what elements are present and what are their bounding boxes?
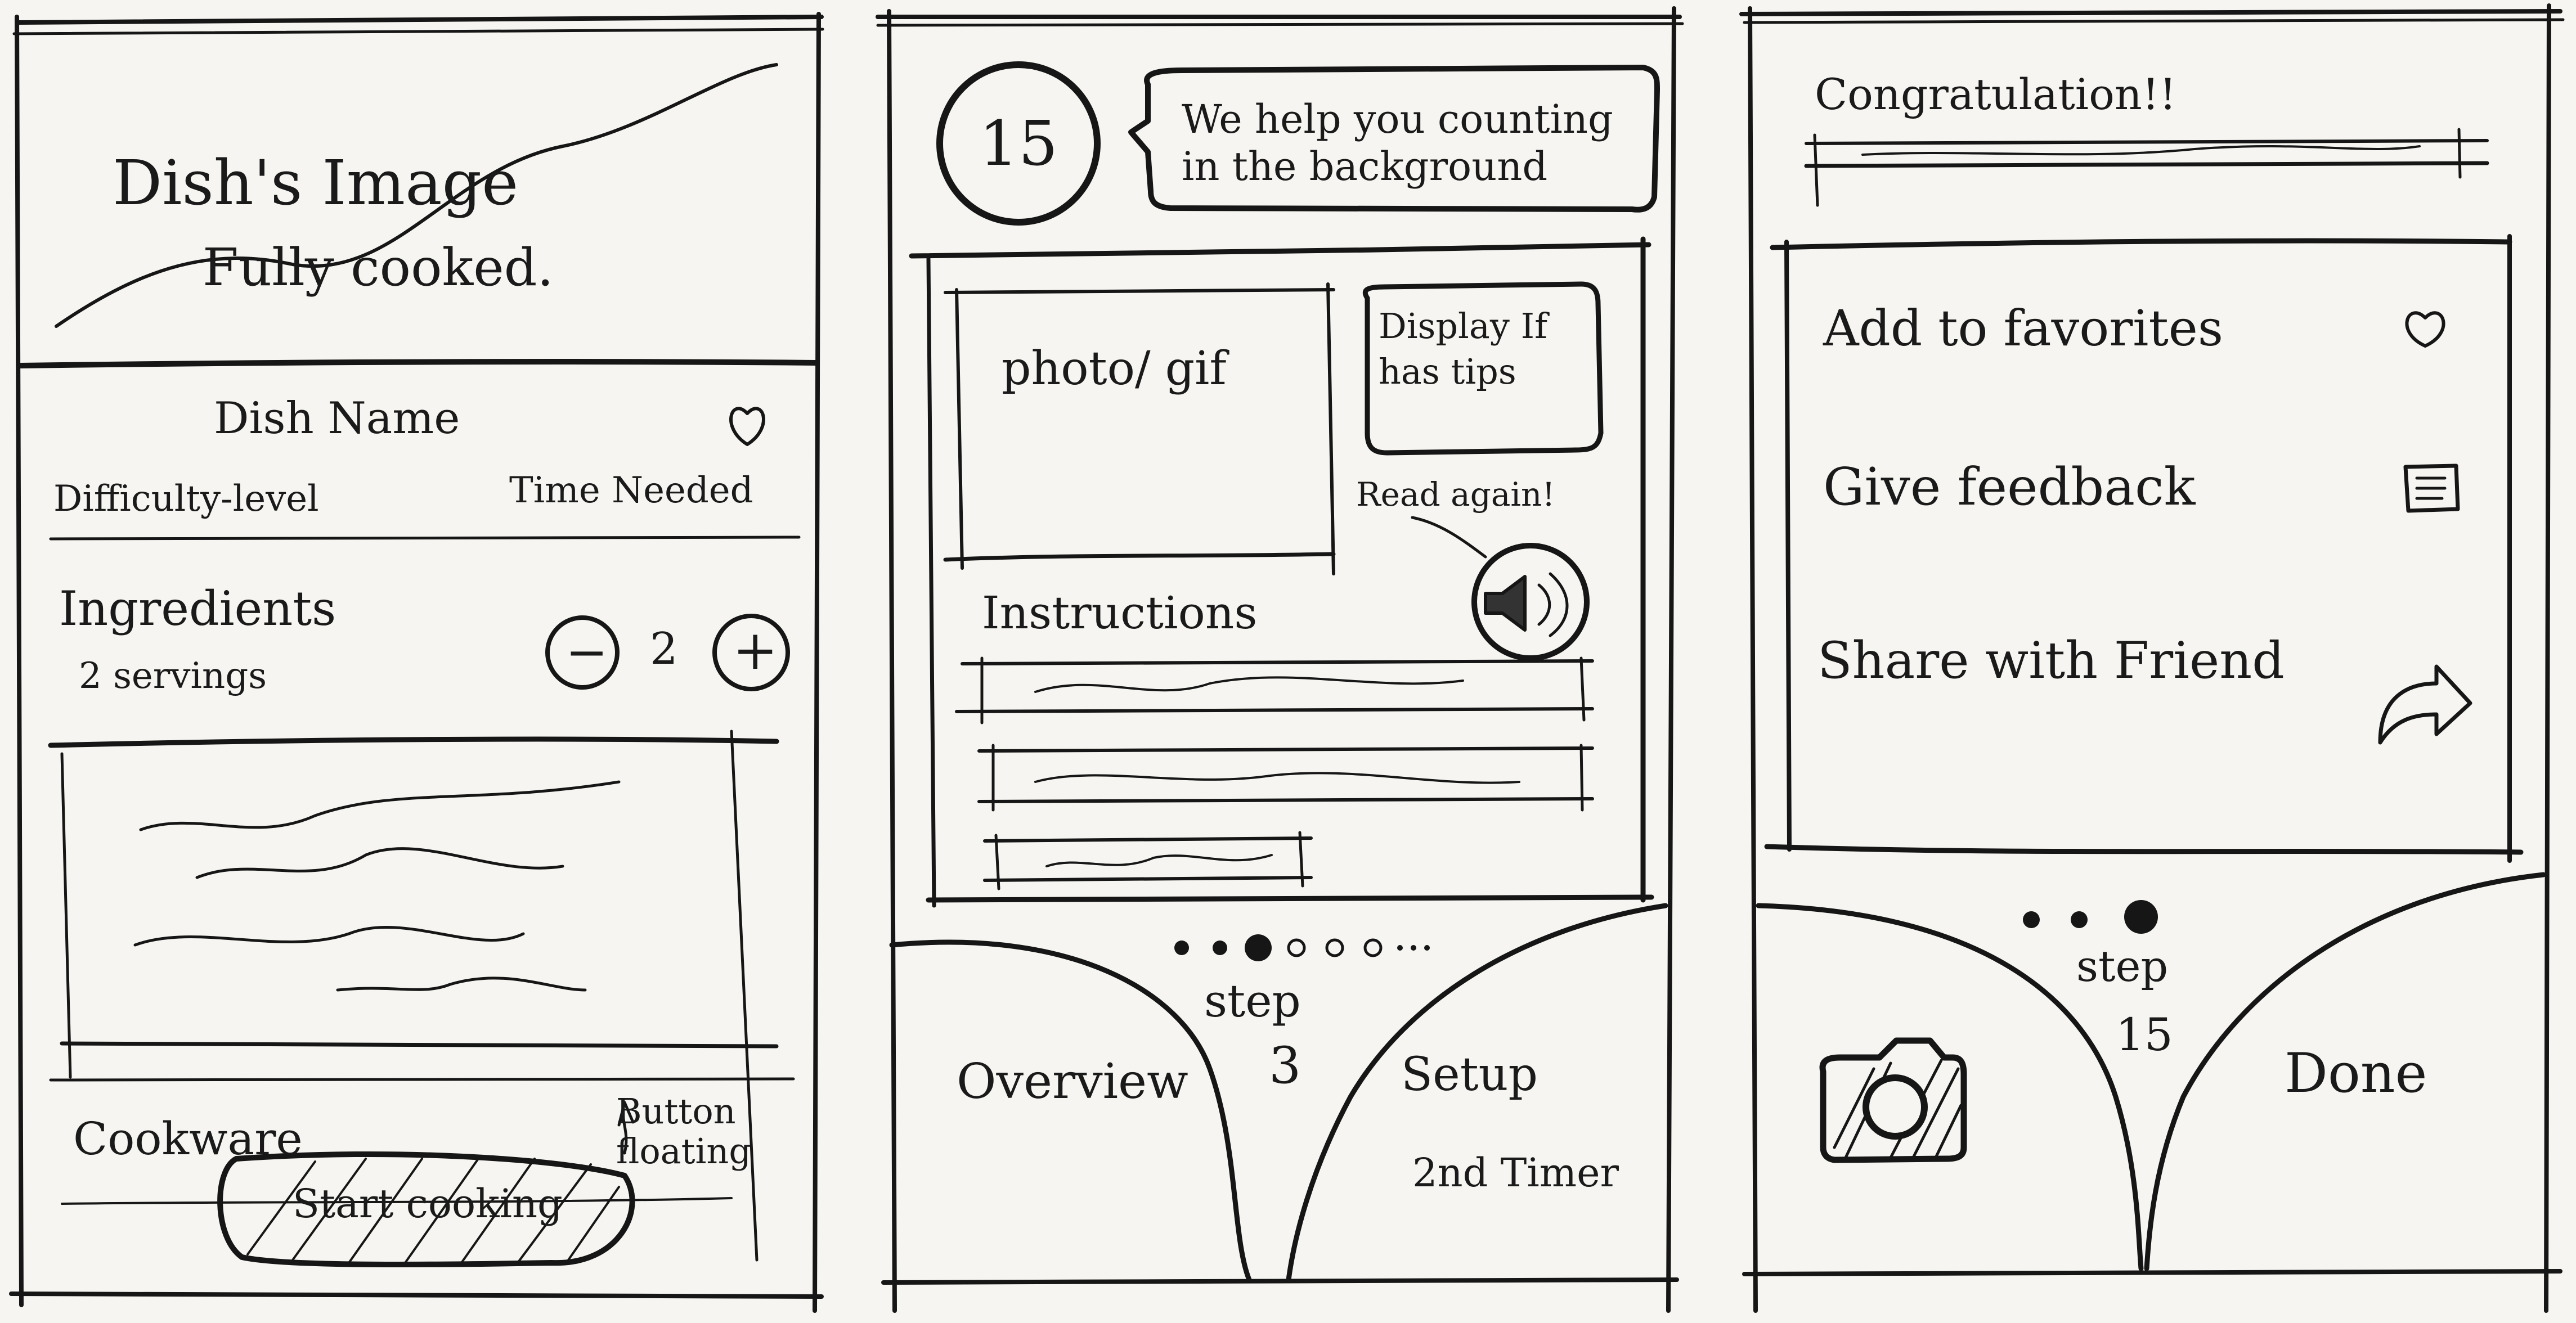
- step-number: 3: [1269, 1036, 1302, 1095]
- share-with-friend[interactable]: Share with Friend: [1817, 631, 2285, 690]
- plus-circle: [712, 614, 790, 691]
- difficulty-level: Difficulty-level: [53, 478, 319, 520]
- time-needed: Time Needed: [509, 470, 753, 511]
- heart-icon: [729, 407, 765, 446]
- page-dot: [1174, 940, 1189, 955]
- panel-dish-detail: [9, 12, 824, 1313]
- done-step-label: step: [2076, 941, 2169, 991]
- image-title: Dish's Image: [113, 147, 519, 219]
- second-timer-label: 2nd Timer: [1412, 1150, 1619, 1196]
- servings-label: 2 servings: [79, 655, 267, 697]
- tips-placeholder: Display If has tips: [1379, 305, 1548, 392]
- share-button[interactable]: [2375, 664, 2476, 748]
- camera-button[interactable]: [1817, 1035, 1969, 1164]
- step-pagination: [1174, 934, 1430, 961]
- dish-name: Dish Name: [214, 393, 460, 444]
- overview-button[interactable]: Overview: [957, 1054, 1188, 1110]
- setup-button[interactable]: Setup: [1401, 1048, 1538, 1101]
- favorite-button[interactable]: [720, 388, 777, 450]
- done-step-number: 15: [2116, 1009, 2173, 1061]
- read-again-button[interactable]: [1474, 546, 1587, 658]
- floating-note: Button floating: [616, 1091, 752, 1172]
- give-feedback[interactable]: Give feedback: [1823, 457, 2196, 517]
- feedback-button[interactable]: [2400, 461, 2462, 518]
- done-button[interactable]: Done: [2285, 1042, 2427, 1105]
- page-dot: [1363, 938, 1383, 957]
- timer-value: 15: [979, 107, 1058, 179]
- camera-icon: [1819, 1037, 1967, 1163]
- heart-icon-2: [2405, 311, 2445, 348]
- share-arrow-icon: [2378, 664, 2472, 745]
- start-cooking-button[interactable]: Start cooking: [293, 1181, 563, 1227]
- congrats-text: Congratulation!!: [1815, 69, 2176, 119]
- page-dot: [1287, 938, 1306, 957]
- page-dot: [1213, 940, 1227, 955]
- instructions-label: Instructions: [982, 587, 1258, 639]
- ellipsis-dot: [1397, 945, 1403, 951]
- minus-circle: [545, 615, 620, 690]
- plus-button[interactable]: +: [733, 619, 778, 682]
- cookware-label: Cookware: [73, 1113, 303, 1165]
- image-subtitle: Fully cooked.: [203, 237, 554, 298]
- add-to-favorites[interactable]: Add to favorites: [1823, 299, 2224, 357]
- note-icon: [2403, 464, 2460, 513]
- ingredients-label: Ingredients: [59, 581, 336, 636]
- ellipsis-dot: [1411, 945, 1416, 951]
- timer-circle: [936, 61, 1101, 226]
- servings-count: 2: [650, 624, 678, 674]
- page-dot: [1245, 934, 1272, 961]
- media-placeholder: photo/ gif: [1002, 342, 1227, 395]
- page-dot: [1325, 938, 1344, 957]
- ellipsis-dot: [1424, 945, 1430, 951]
- panel-cooking-step: [876, 6, 1684, 1313]
- timer-message: We help you counting in the background: [1182, 96, 1613, 190]
- speaker-icon: [1484, 575, 1527, 632]
- read-again-label: Read again!: [1356, 475, 1555, 514]
- step-label: step: [1204, 975, 1301, 1027]
- minus-button[interactable]: −: [566, 623, 608, 682]
- panel-finished: [1739, 3, 2565, 1313]
